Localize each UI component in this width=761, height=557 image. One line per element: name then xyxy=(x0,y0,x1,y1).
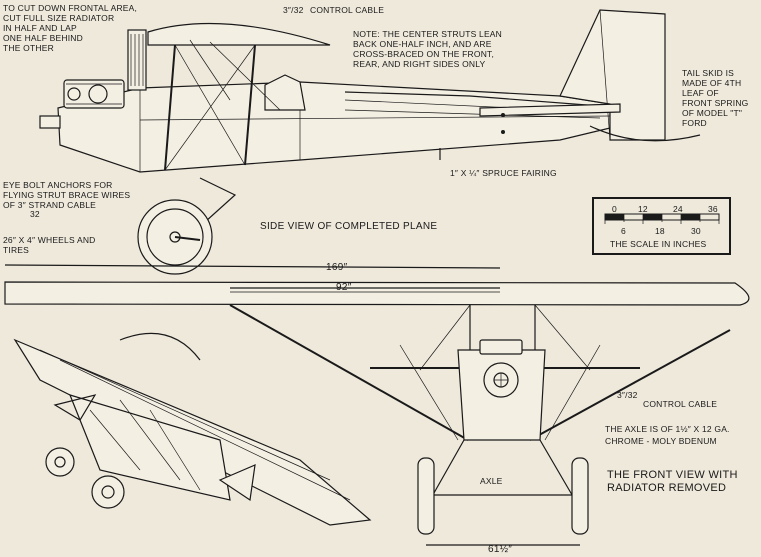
struts-note-3: CROSS-BRACED ON THE FRONT, xyxy=(353,49,494,59)
control-cable-top-frac: 3″/32 xyxy=(283,5,304,15)
track-dimension: 61½″ xyxy=(488,544,512,555)
perspective-sketch xyxy=(13,332,372,526)
radiator-note-3: IN HALF AND LAP xyxy=(3,23,77,33)
radiator-note-2: CUT FULL SIZE RADIATOR xyxy=(3,13,114,23)
sketch-structure xyxy=(89,399,201,491)
scale-box xyxy=(592,197,731,255)
tail-skid-note-6: FORD xyxy=(682,118,707,128)
side-view xyxy=(39,9,701,275)
sketch-wheel-right xyxy=(91,475,125,509)
eyebolt-note-2: FLYING STRUT BRACE WIRES xyxy=(3,190,130,200)
rudder-hinge xyxy=(599,9,611,141)
scale-tick-6: 6 xyxy=(621,226,626,236)
wheels-note-1: 26″ X 4″ WHEELS AND xyxy=(3,235,96,245)
strut-bracing xyxy=(164,44,256,171)
front-bracing xyxy=(399,304,601,441)
scale-tick-12: 12 xyxy=(638,204,648,214)
side-view-title: SIDE VIEW OF COMPLETED PLANE xyxy=(260,221,437,232)
span-dimension: 169″ xyxy=(326,262,348,273)
lower-wing xyxy=(4,281,750,306)
sketch-tail xyxy=(218,464,256,502)
front-gear xyxy=(429,439,576,501)
sketch-propeller xyxy=(53,394,97,421)
struts-note-1: NOTE: THE CENTER STRUTS LEAN xyxy=(353,29,502,39)
eyebolt-note-3: OF 3″ STRAND CABLE xyxy=(3,200,96,210)
front-left-wing-brace xyxy=(229,304,469,441)
tail-skid-note-1: TAIL SKID IS xyxy=(682,68,734,78)
tail-skid-note-3: LEAF OF xyxy=(682,88,719,98)
front-view xyxy=(229,304,731,546)
scale-tick-18: 18 xyxy=(655,226,665,236)
sketch-wheel-left xyxy=(45,447,75,477)
front-wheel-left xyxy=(417,457,435,535)
front-view-title-2: RADIATOR REMOVED xyxy=(607,482,726,494)
cockpit-fairing xyxy=(264,74,306,111)
tail-skid-note-5: OF MODEL "T" xyxy=(682,108,742,118)
prop-hub xyxy=(39,115,61,129)
wing-planform xyxy=(4,264,750,306)
axle-note-1: THE AXLE IS OF 1½″ X 12 GA. xyxy=(605,424,730,434)
radiator xyxy=(127,29,147,91)
radiator-note-1: TO CUT DOWN FRONTAL AREA, xyxy=(3,3,137,13)
front-view-title-1: THE FRONT VIEW WITH xyxy=(607,469,738,481)
radiator-note-5: THE OTHER xyxy=(3,43,54,53)
engine xyxy=(63,79,125,109)
control-cable-front-frac: 3″/32 xyxy=(617,390,638,400)
scale-tick-36: 36 xyxy=(708,204,718,214)
struts-note-4: REAR, AND RIGHT SIDES ONLY xyxy=(353,59,486,69)
eyebolt-note-1: EYE BOLT ANCHORS FOR xyxy=(3,180,113,190)
struts-note-2: BACK ONE-HALF INCH, AND ARE xyxy=(353,39,492,49)
radiator-note-4: ONE HALF BEHIND xyxy=(3,33,83,43)
scale-tick-24: 24 xyxy=(673,204,683,214)
span-dim-line xyxy=(4,264,501,269)
axle-label: AXLE xyxy=(480,476,503,486)
control-cable-top: CONTROL CABLE xyxy=(310,5,384,15)
sketch-upper-wing-curve xyxy=(119,332,201,361)
sketch-wing-ribs xyxy=(39,349,351,501)
scale-tick-0: 0 xyxy=(612,204,617,214)
axle-note-2: CHROME - MOLY BDENUM xyxy=(605,436,717,446)
front-engine xyxy=(479,339,523,355)
scale-caption: THE SCALE IN INCHES xyxy=(610,239,707,249)
tail-skid-note-4: FRONT SPRING xyxy=(682,98,748,108)
cabane-wires xyxy=(189,39,281,111)
fuselage xyxy=(57,81,611,173)
tail-skid xyxy=(589,125,701,142)
wing-struts xyxy=(164,44,256,171)
stabilizer xyxy=(479,103,621,117)
radiator-fins xyxy=(130,34,144,86)
tail-longerons xyxy=(344,91,601,107)
front-right-wing-brace xyxy=(529,329,731,441)
upper-wing xyxy=(147,22,331,46)
eyebolt-note-4: 32 xyxy=(30,209,40,219)
labels: TO CUT DOWN FRONTAL AREA, CUT FULL SIZE … xyxy=(3,3,748,555)
wheels-note-2: TIRES xyxy=(3,245,29,255)
control-cable-front: CONTROL CABLE xyxy=(643,399,717,409)
tail-skid-note-2: MADE OF 4TH xyxy=(682,78,741,88)
fairing-label: 1″ X ¼″ SPRUCE FAIRING xyxy=(450,168,557,178)
scale-tick-30: 30 xyxy=(691,226,701,236)
inner-dimension: 92″ xyxy=(336,282,352,293)
front-wheel-right xyxy=(571,457,589,535)
